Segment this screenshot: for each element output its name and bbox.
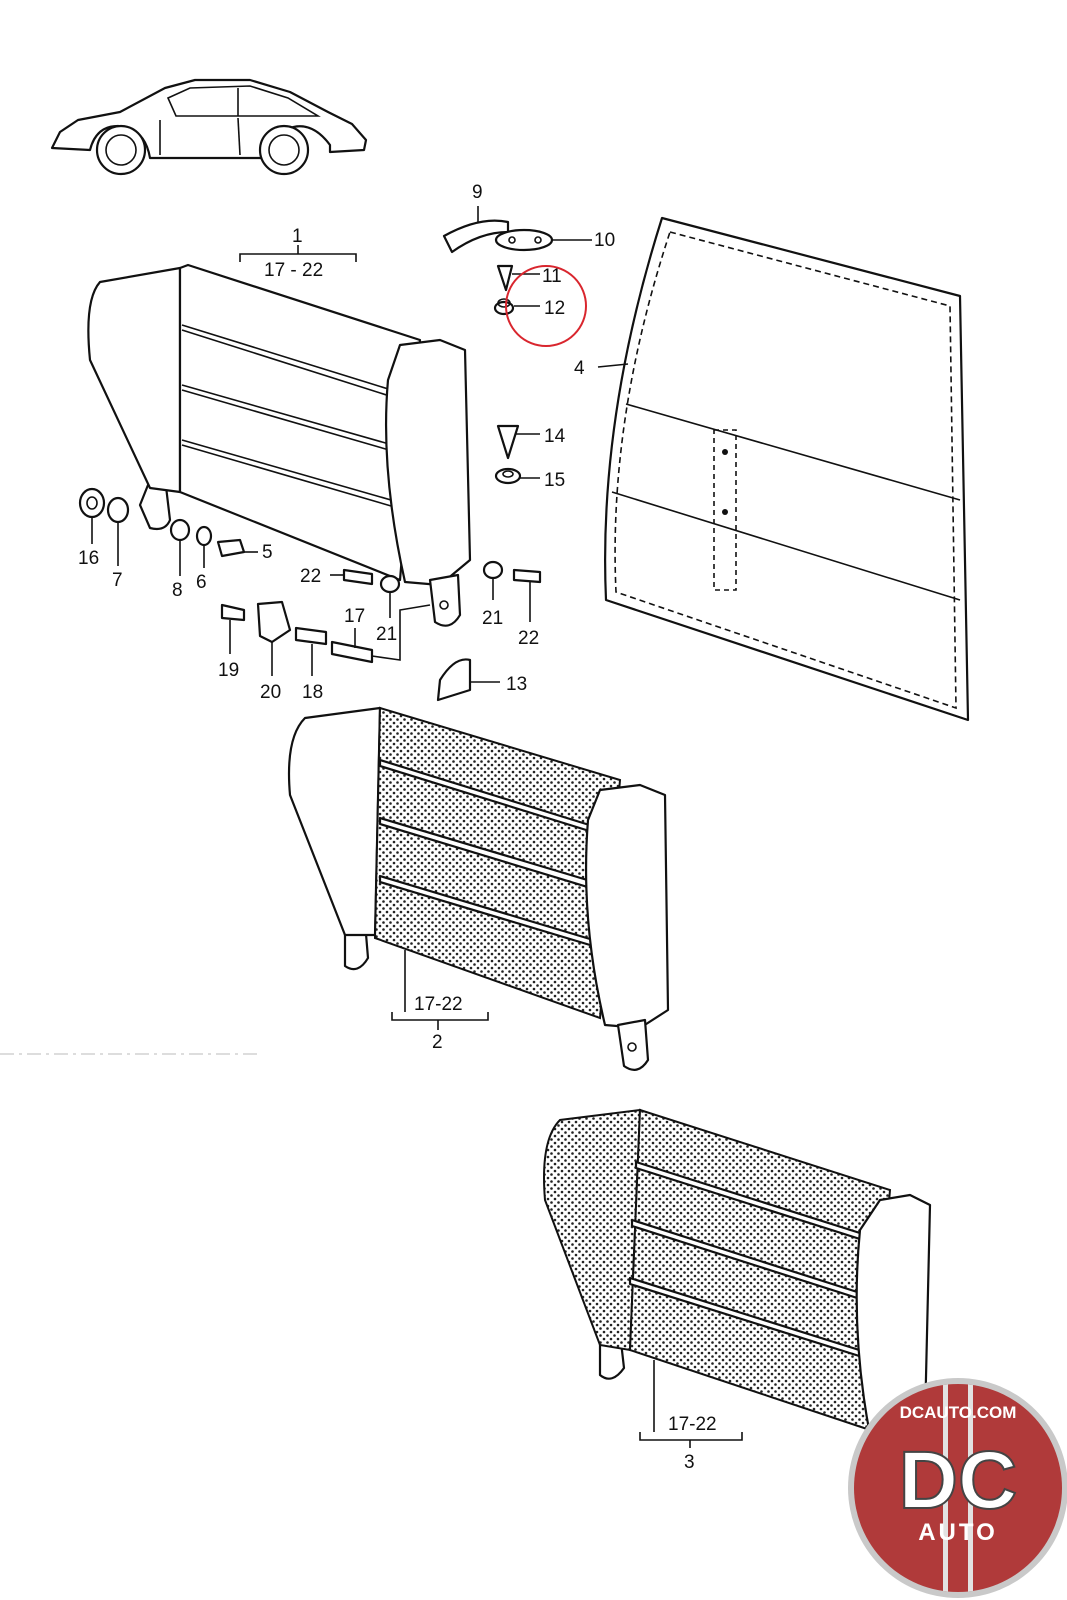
- label-part-2: 2: [432, 1032, 443, 1053]
- label-part-22-right: 22: [518, 628, 539, 649]
- label-part-15: 15: [544, 470, 565, 491]
- label-part-12: 12: [544, 298, 565, 319]
- label-part-22-left: 22: [300, 566, 321, 587]
- logo-word: AUTO: [918, 1519, 998, 1546]
- label-part-21-left: 21: [376, 624, 397, 645]
- label-part-4: 4: [574, 358, 585, 379]
- label-part-11: 11: [542, 266, 562, 287]
- label-part-8: 8: [172, 580, 183, 601]
- label-part-21-right: 21: [482, 608, 503, 629]
- logo-initials: DC: [899, 1435, 1017, 1526]
- label-part-19: 19: [218, 660, 239, 681]
- trim-panel-4: [604, 216, 970, 722]
- label-part-9: 9: [472, 182, 483, 203]
- part-labels: 1 17 - 22 2 17-22 3 17-22 4 5 6 7 8 9 10…: [78, 182, 717, 1473]
- highlight-circle: [505, 265, 587, 347]
- label-part-3: 3: [684, 1452, 695, 1473]
- label-part-13: 13: [506, 674, 527, 695]
- label-part-20: 20: [260, 682, 281, 703]
- label-part-16: 16: [78, 548, 99, 569]
- label-part-6: 6: [196, 572, 207, 593]
- label-part-1-range: 17 - 22: [264, 260, 323, 281]
- dc-auto-logo: DCAUTO.COM DC AUTO: [848, 1378, 1067, 1598]
- label-part-10: 10: [594, 230, 615, 251]
- label-part-17: 17: [344, 606, 365, 627]
- leader-lines: [91, 206, 743, 1448]
- seat-backrest-1: [87, 263, 472, 627]
- small-parts: [78, 219, 554, 702]
- seat-backrest-2: [287, 706, 670, 1071]
- logo-site-text: DCAUTO.COM: [900, 1403, 1017, 1422]
- label-part-5: 5: [262, 542, 273, 563]
- label-part-3-range: 17-22: [668, 1414, 717, 1435]
- label-part-7: 7: [112, 570, 123, 591]
- car-illustration: [50, 78, 368, 176]
- label-part-18: 18: [302, 682, 323, 703]
- label-part-1: 1: [292, 226, 303, 247]
- seat-backrest-3: [543, 1108, 932, 1442]
- label-part-2-range: 17-22: [414, 994, 463, 1015]
- label-part-14: 14: [544, 426, 566, 447]
